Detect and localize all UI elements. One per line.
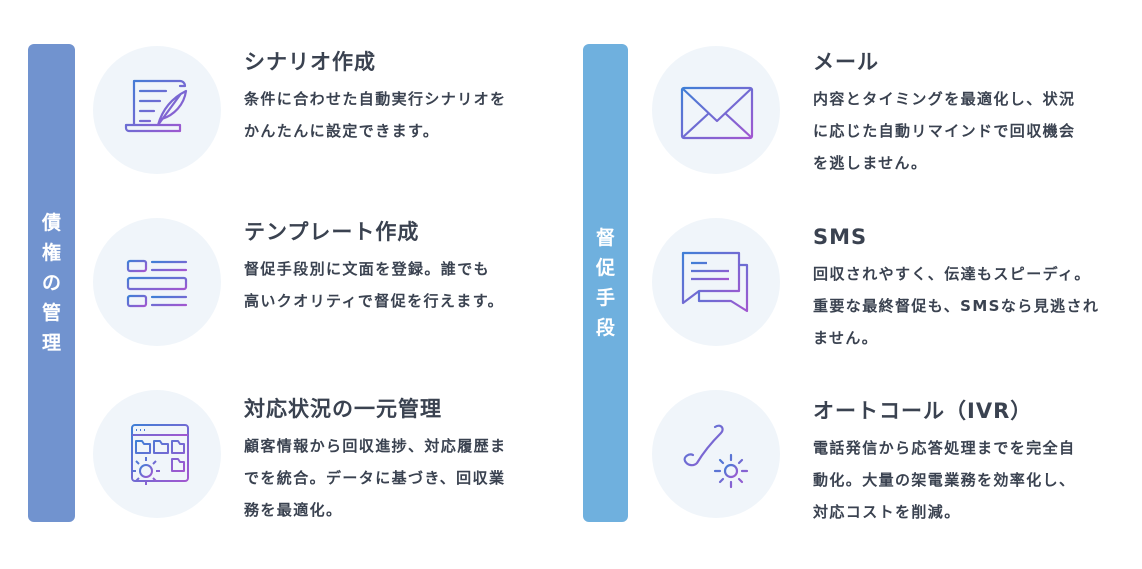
method-desc-line: 電話発信から応答処理までを完全自 (813, 439, 1076, 457)
feature-desc-line: 督促手段別に文面を登録。誰でも (244, 260, 491, 278)
method-desc-line: を逃しません。 (813, 154, 928, 172)
feature-title: 対応状況の一元管理 (244, 397, 442, 421)
feature-title: シナリオ作成 (244, 50, 376, 74)
method-mail: メール 内容とタイミングを最適化し、状況に応じた自動リマインドで回収機会を逃しま… (813, 49, 1075, 179)
feature-unified-management: 対応状況の一元管理 顧客情報から回収進捗、対応履歴までを統合。データに基づき、回… (244, 396, 506, 526)
chat-bubbles-icon (652, 218, 780, 346)
label-char: 理 (41, 332, 61, 354)
method-title: SMS (813, 225, 868, 249)
label-char: 督 (595, 227, 615, 249)
method-title: オートコール（IVR） (813, 399, 1033, 423)
label-char: 権 (41, 242, 61, 264)
feature-desc-line: 条件に合わせた自動実行シナリオを (244, 90, 507, 108)
feature-desc-line: 高いクオリティで督促を行えます。 (244, 292, 505, 310)
feature-template: テンプレート作成 督促手段別に文面を登録。誰でも高いクオリティで督促を行えます。 (244, 219, 504, 317)
label-char: 債 (41, 212, 61, 234)
feature-desc-line: かんたんに設定できます。 (244, 122, 440, 140)
label-char: 段 (595, 317, 615, 339)
label-char: 促 (595, 257, 615, 279)
method-title: メール (813, 50, 879, 74)
feature-desc-line: 務を最適化。 (244, 501, 343, 519)
label-char: 手 (595, 287, 615, 309)
category-label-dunning-methods: 督 促 手 段 (583, 44, 628, 522)
method-desc-line: 回収されやすく、伝達もスピーディ。 (813, 265, 1091, 283)
phone-gear-icon (652, 390, 780, 518)
category-label-debt-management: 債 権 の 管 理 (28, 44, 75, 522)
template-list-icon (93, 218, 221, 346)
method-desc-line: 動化。大量の架電業務を効率化し、 (813, 471, 1076, 489)
method-sms: SMS 回収されやすく、伝達もスピーディ。重要な最終督促も、SMSなら見逃されま… (813, 224, 1099, 354)
feature-desc-line: でを統合。データに基づき、回収業 (244, 469, 506, 487)
folder-window-gear-icon (93, 390, 221, 518)
feature-scenario: シナリオ作成 条件に合わせた自動実行シナリオをかんたんに設定できます。 (244, 49, 506, 147)
feature-desc-line: 顧客情報から回収進捗、対応履歴ま (244, 437, 507, 455)
method-desc-line: ません。 (813, 329, 879, 347)
feature-title: テンプレート作成 (244, 220, 420, 244)
label-char: 管 (41, 302, 61, 324)
method-desc-line: 対応コストを削減。 (813, 503, 961, 521)
method-desc-line: 重要な最終督促も、SMSなら見逃され (813, 297, 1100, 315)
envelope-icon (652, 46, 780, 174)
method-desc-line: 内容とタイミングを最適化し、状況 (813, 90, 1076, 108)
method-autocall: オートコール（IVR） 電話発信から応答処理までを完全自動化。大量の架電業務を効… (813, 398, 1075, 528)
label-char: の (41, 272, 61, 294)
scroll-quill-icon (93, 46, 221, 174)
method-desc-line: に応じた自動リマインドで回収機会 (813, 122, 1076, 140)
